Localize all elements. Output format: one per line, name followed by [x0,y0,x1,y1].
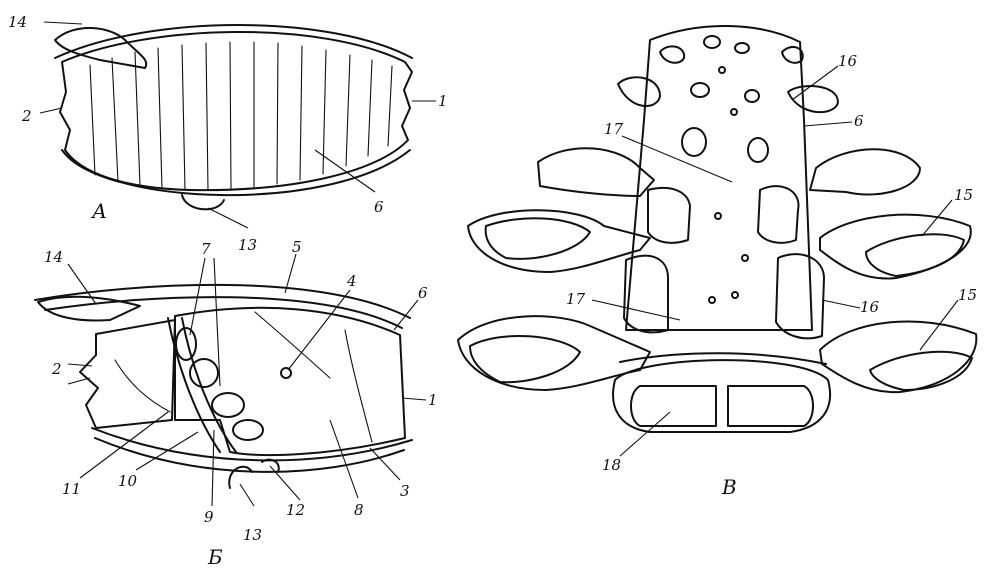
panel-a-segment-external [55,25,412,209]
panel-b-label-14: 14 [44,248,63,266]
panel-a-label-6: 6 [374,198,384,216]
panel-b-segment-section [35,285,412,472]
panel-v-label-6: 6 [854,112,864,130]
panel-b-label-11: 11 [62,480,81,498]
panel-b-septum-and-ganglia [168,318,291,488]
panel-a-annular-furrows [90,42,392,190]
panel-v-label-16-top: 16 [838,52,858,70]
panel-v-mucous-openings [682,36,768,303]
panel-b-label-4: 4 [346,272,357,290]
panel-v-label-15-top: 15 [954,186,973,204]
panel-b-labels: 14 5 7 4 6 2 1 11 10 9 13 12 8 3 Б [44,238,438,569]
panel-b-label-2: 2 [51,360,62,378]
panel-b-label-8: 8 [354,501,364,519]
panel-v-label-17-bottom: 17 [566,290,586,308]
panel-b-label-6: 6 [418,284,428,302]
panel-a-label-14: 14 [8,13,27,31]
panel-b-label-5: 5 [292,238,302,256]
panel-v-label-18: 18 [602,456,621,474]
panel-b-label-10: 10 [118,472,138,490]
panel-b-label-9: 9 [204,508,214,526]
panel-v-label-15-bottom: 15 [958,286,977,304]
panel-b-label-7: 7 [201,240,211,258]
panel-a-label-13: 13 [238,236,257,254]
panel-a-letter: А [90,199,107,223]
panel-v-callouts [592,66,958,456]
panel-a-label-1: 1 [438,92,448,110]
panel-v-parapodia-dissection [458,26,976,432]
panel-v-label-17-top: 17 [604,120,624,138]
panel-a-label-2: 2 [21,107,32,125]
panel-b-label-1: 1 [428,391,438,409]
panel-b-label-13: 13 [243,526,262,544]
panel-b-letter: Б [207,545,223,569]
panel-v-label-16-bottom: 16 [860,298,880,316]
panel-v-letter: В [721,475,737,499]
panel-b-label-3: 3 [400,482,410,500]
panel-b-label-12: 12 [286,501,305,519]
